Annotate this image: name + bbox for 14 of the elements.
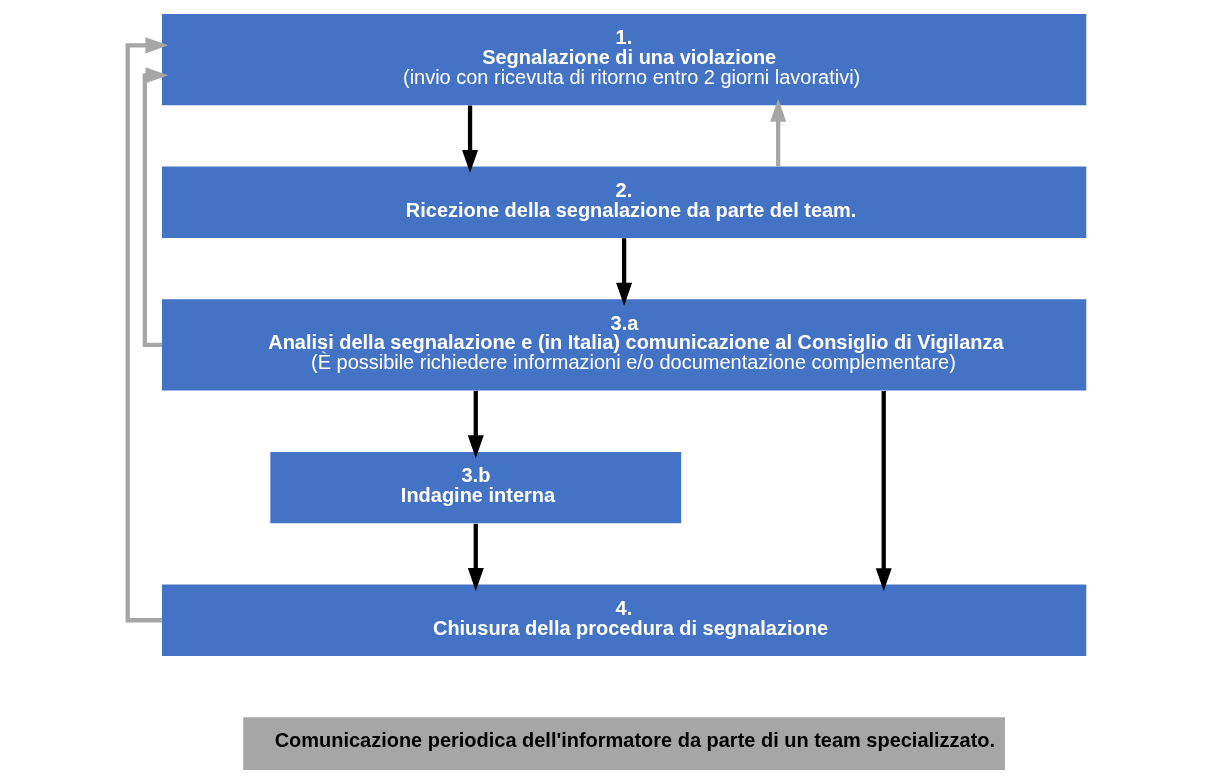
arrow <box>467 390 484 459</box>
arrow <box>616 238 633 306</box>
arrow <box>770 98 787 167</box>
arrow <box>125 37 169 623</box>
node-box: 2. Ricezione della segnalazione da parte del team. <box>161 166 1087 238</box>
arrow <box>467 523 484 591</box>
arrow <box>875 391 892 591</box>
arrow <box>142 67 169 348</box>
node-box: 1. Segnalazione di una violazione (invio con ricevuta di ritorno entro 2 giorni lavorativi) <box>161 14 1087 106</box>
node-box: 3.b Indagine interna <box>270 451 682 524</box>
node-box: 4. Chiusura della procedura di segnalazione <box>161 584 1087 656</box>
arrow <box>462 105 479 173</box>
node-box: Comunicazione periodica dell'informatore da parte di un team specializzato. <box>243 717 1005 770</box>
node-box: 3.a Analisi della segnalazione e (in Italia) comunicazione al Consiglio di Vigilanza (È possibile richiedere informazioni e/o documentazione complementare) <box>161 299 1087 391</box>
